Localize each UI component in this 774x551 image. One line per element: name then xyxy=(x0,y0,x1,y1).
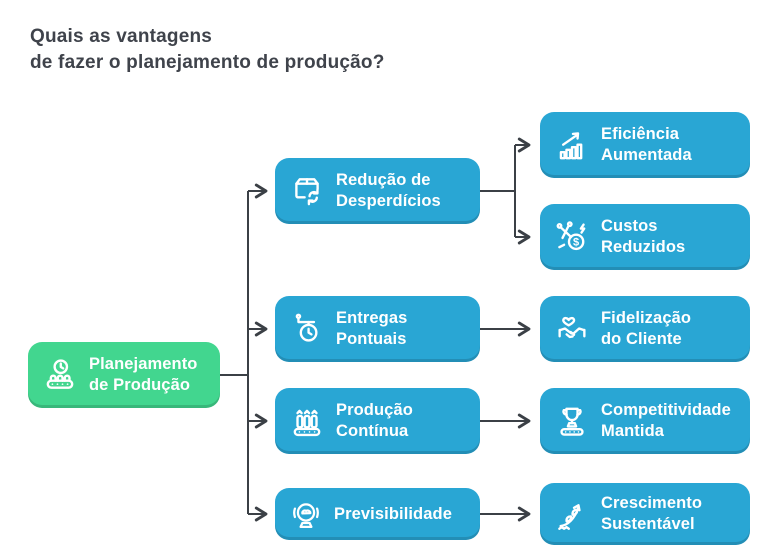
node-label-line1: Custos xyxy=(601,217,658,235)
svg-text:$: $ xyxy=(573,237,579,249)
node-label-line2: Contínua xyxy=(336,422,409,440)
node-label-line1: Fidelização xyxy=(601,309,692,327)
node-custos-reduzidos: $ Custos Reduzidos xyxy=(540,204,750,270)
node-label: Fidelização do Cliente xyxy=(601,308,691,350)
node-label-line1: Crescimento xyxy=(601,494,703,512)
node-producao-continua: Produção Contínua xyxy=(275,388,480,454)
node-label-line2: Desperdícios xyxy=(336,192,441,210)
production-planning-icon xyxy=(41,356,79,394)
node-label-line2: de Produção xyxy=(89,376,191,394)
node-label: Custos Reduzidos xyxy=(601,216,685,258)
node-label-line2: Aumentada xyxy=(601,146,692,164)
node-label-line1: Planejamento xyxy=(89,355,198,373)
crystal-ball-icon xyxy=(288,496,324,532)
node-label: Redução de Desperdícios xyxy=(336,170,441,212)
trophy-conveyor-icon xyxy=(553,402,591,440)
page-title-line1: Quais as vantagens xyxy=(30,26,213,47)
node-label-line1: Redução de xyxy=(336,171,431,189)
page-title-line2: de fazer o planejamento de produção? xyxy=(30,52,385,73)
node-label-line1: Competitividade xyxy=(601,401,731,419)
loyalty-heart-handshake-icon xyxy=(553,310,591,348)
node-fidelizacao-do-cliente: Fidelização do Cliente xyxy=(540,296,750,362)
node-label-line2: do Cliente xyxy=(601,330,682,348)
node-label: Entregas Pontuais xyxy=(336,308,407,350)
node-label-line1: Eficiência xyxy=(601,125,680,143)
production-line-icon xyxy=(288,402,326,440)
node-label-line2: Mantida xyxy=(601,422,665,440)
node-label-line1: Produção xyxy=(336,401,413,419)
node-label-line2: Reduzidos xyxy=(601,238,686,256)
node-planejamento-de-producao: Planejamento de Produção xyxy=(28,342,220,408)
delivery-clock-icon xyxy=(288,310,326,348)
page-title: Quais as vantagens de fazer o planejamen… xyxy=(30,24,385,76)
node-label: Produção Contínua xyxy=(336,400,413,442)
efficiency-chart-icon xyxy=(553,126,591,164)
node-reducao-de-desperdicios: Redução de Desperdícios xyxy=(275,158,480,224)
sustainable-growth-icon xyxy=(553,495,591,533)
node-label: Eficiência Aumentada xyxy=(601,124,692,166)
node-label-line1: Entregas xyxy=(336,309,408,327)
node-competitividade-mantida: Competitividade Mantida xyxy=(540,388,750,454)
node-previsibilidade: Previsibilidade xyxy=(275,488,480,540)
node-label: Competitividade Mantida xyxy=(601,400,731,442)
node-label-line1: Previsibilidade xyxy=(334,504,452,523)
node-label: Previsibilidade xyxy=(334,504,452,525)
node-eficiencia-aumentada: Eficiência Aumentada xyxy=(540,112,750,178)
node-label-line2: Sustentável xyxy=(601,515,695,533)
node-entregas-pontuais: Entregas Pontuais xyxy=(275,296,480,362)
waste-reduction-icon xyxy=(288,172,326,210)
node-crescimento-sustentavel: Crescimento Sustentável xyxy=(540,483,750,545)
node-label: Crescimento Sustentável xyxy=(601,493,702,535)
cost-cut-icon: $ xyxy=(553,218,591,256)
node-label-line2: Pontuais xyxy=(336,330,407,348)
node-label: Planejamento de Produção xyxy=(89,354,197,396)
